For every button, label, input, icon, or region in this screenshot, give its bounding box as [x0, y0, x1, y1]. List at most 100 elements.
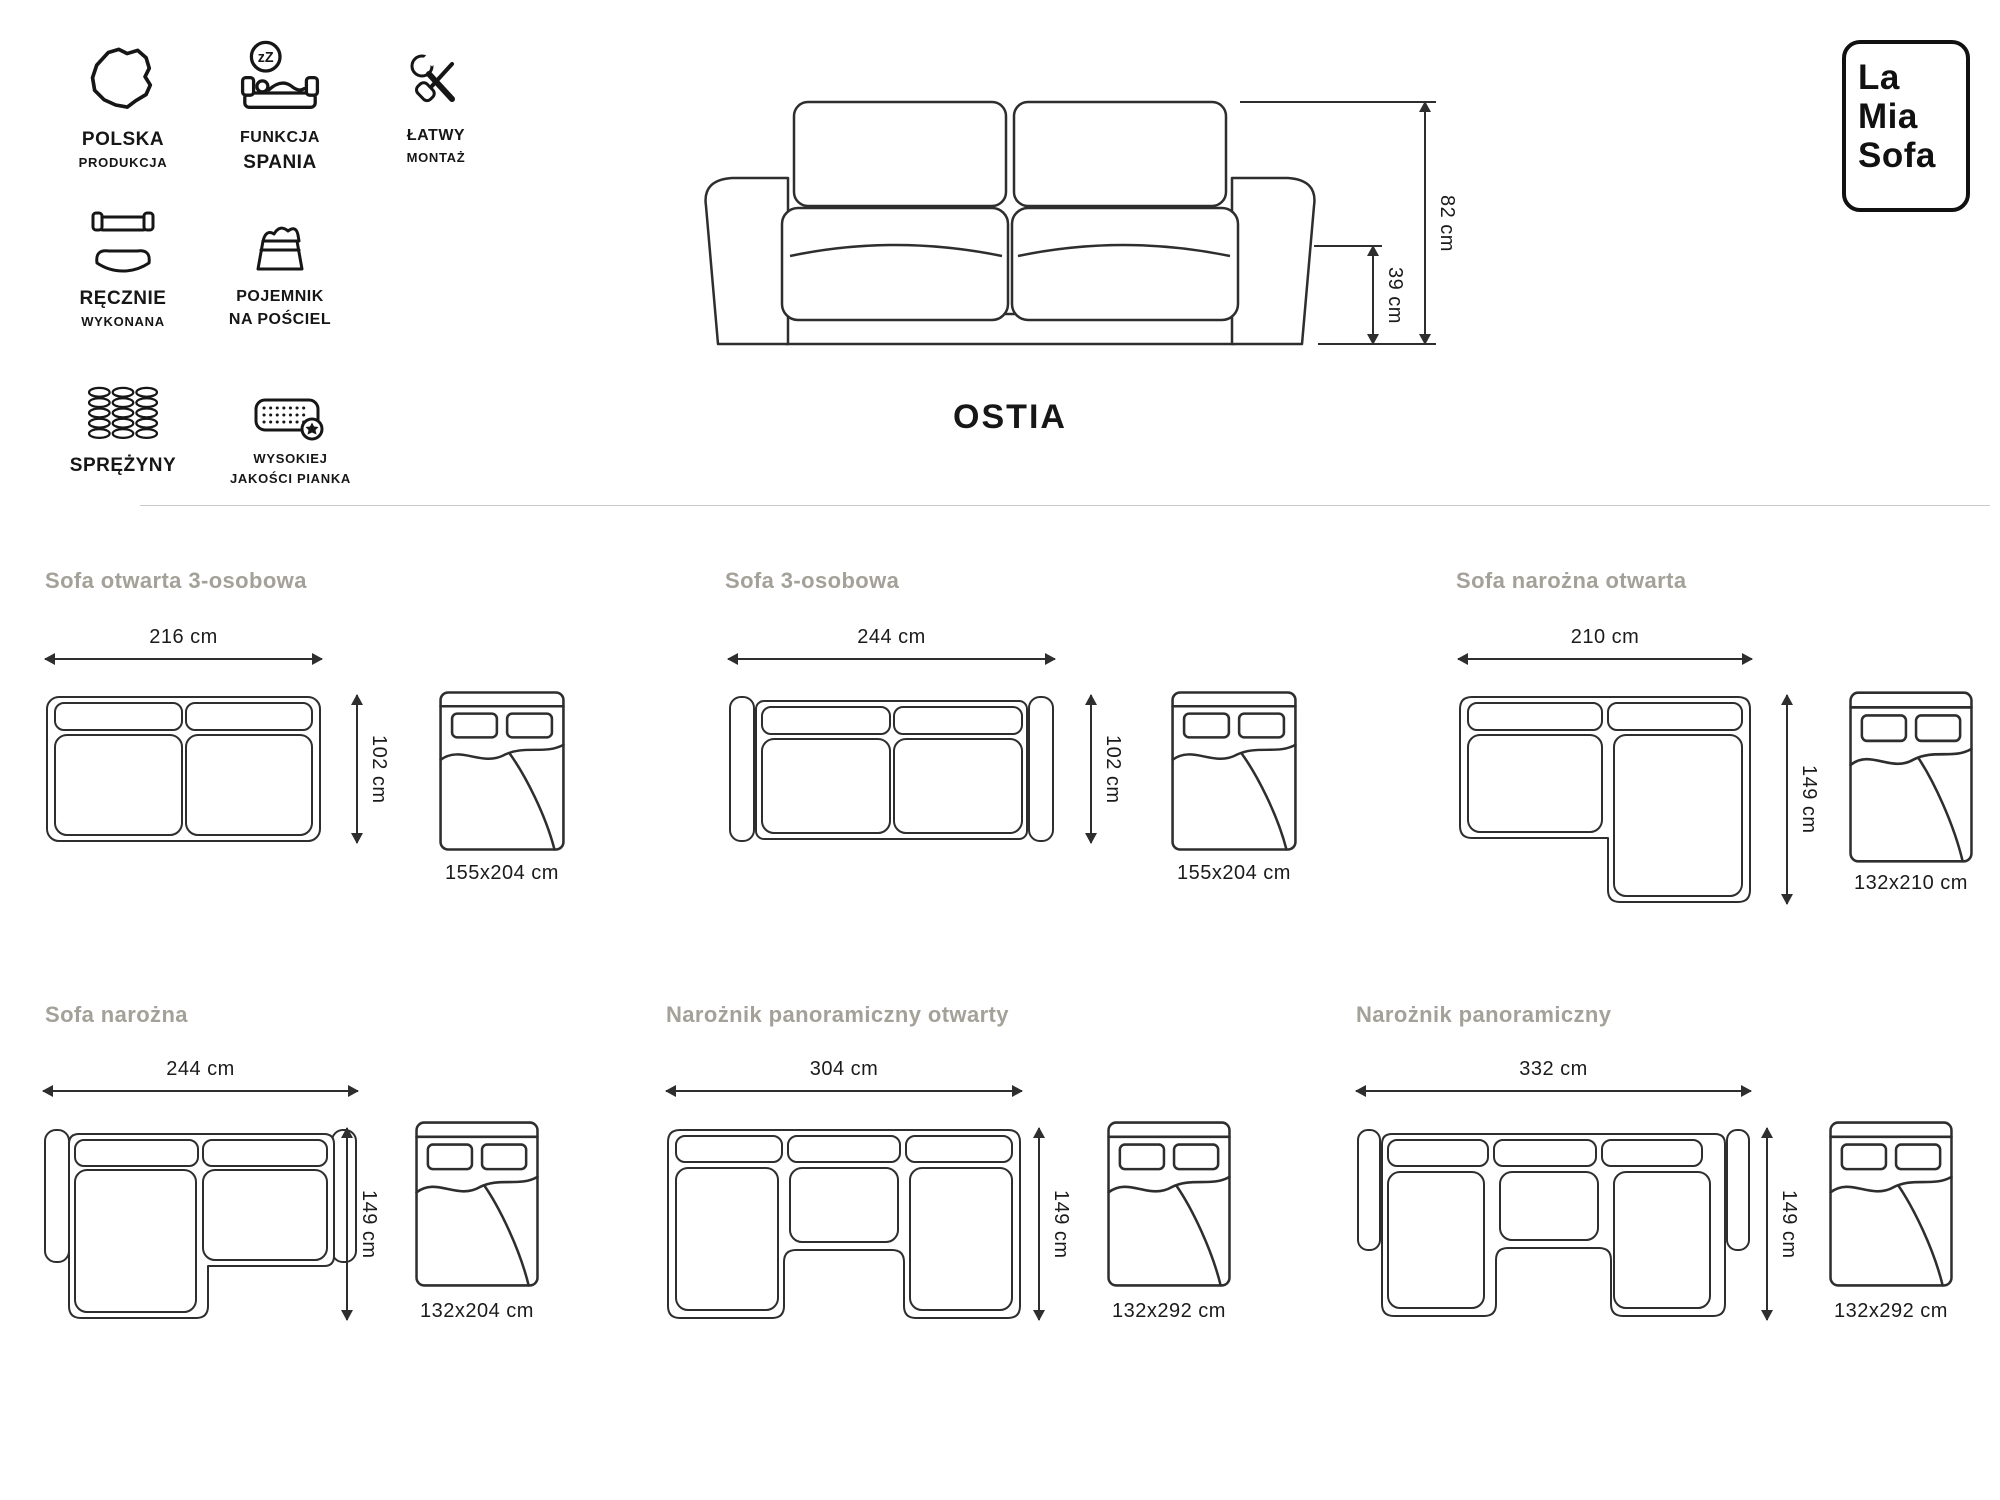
width-dimension: 216 cm	[44, 626, 323, 665]
sleep-zz-glyph: zZ	[258, 50, 274, 66]
width-arrow	[727, 653, 1056, 665]
depth-arrow	[1781, 694, 1793, 905]
feature-sublabel: NA POŚCIEL	[228, 310, 332, 328]
bed-size-label: 132x210 cm	[1854, 872, 1968, 894]
bed-icon	[1107, 1121, 1231, 1287]
depth-arrow	[341, 1127, 353, 1321]
feature-sublabel: PRODUKCJA	[78, 154, 168, 170]
page-title: OSTIA	[953, 398, 1067, 436]
total-height-dimension: 82 cm	[1419, 101, 1458, 345]
feature-sprezyny: SPRĘŻYNY	[48, 380, 198, 478]
depth-label: 102 cm	[1102, 734, 1124, 804]
bed-icon	[1849, 691, 1973, 863]
depth-label: 102 cm	[368, 734, 390, 804]
depth-dimension: 102 cm	[1085, 694, 1124, 844]
depth-dimension: 149 cm	[1033, 1127, 1072, 1321]
bed-size-label: 155x204 cm	[445, 862, 559, 884]
seat-height-dimension: 39 cm	[1367, 245, 1406, 345]
depth-label: 149 cm	[358, 1189, 380, 1259]
feature-recznie-wykonana: RĘCZNIE WYKONANA	[48, 205, 198, 330]
depth-label: 149 cm	[1798, 765, 1820, 834]
brand-logo: La Mia Sofa	[1842, 40, 1970, 212]
seat-height-label: 39 cm	[1384, 266, 1406, 324]
variant-title: Sofa narożna otwarta	[1456, 568, 1687, 593]
bed-size-label: 132x292 cm	[1112, 1300, 1226, 1322]
depth-arrow	[351, 694, 363, 844]
width-label: 244 cm	[166, 1058, 235, 1080]
sofa-top-view	[44, 1129, 357, 1319]
depth-label: 149 cm	[1778, 1189, 1800, 1259]
feature-sublabel: MONTAŻ	[406, 149, 466, 165]
width-arrow	[42, 1085, 359, 1097]
depth-dimension: 102 cm	[351, 694, 390, 844]
depth-dimension: 149 cm	[1781, 694, 1820, 905]
sleep-function-icon: zZ	[240, 40, 320, 109]
bed-size-label: 132x204 cm	[420, 1300, 534, 1322]
feature-label: POLSKA	[81, 129, 165, 150]
sofa-top-view	[46, 696, 321, 842]
feature-funkcja-spania: zZ FUNKCJA SPANIA	[200, 38, 360, 175]
sofa-top-view	[1357, 1129, 1750, 1317]
feature-label: RĘCZNIE	[79, 288, 167, 309]
width-dimension: 244 cm	[727, 626, 1056, 665]
bed-icon	[1829, 1121, 1953, 1287]
brand-line-3: Sofa	[1858, 136, 1936, 176]
feature-wysokiej-jakosci-pianka: WYSOKIEJ JAKOŚCI PIANKA	[198, 382, 383, 487]
section-divider	[140, 505, 1990, 506]
sofa-top-view	[729, 696, 1054, 842]
bed-icon	[415, 1121, 539, 1287]
extension-line-top	[1240, 101, 1436, 103]
total-height-label: 82 cm	[1436, 194, 1458, 252]
variant-title: Sofa otwarta 3-osobowa	[45, 568, 307, 593]
extension-line-seat	[1314, 245, 1382, 247]
width-arrow	[1457, 653, 1753, 665]
bed-icon	[1171, 691, 1297, 851]
feature-label: POJEMNIK	[236, 288, 324, 305]
width-label: 210 cm	[1570, 626, 1640, 648]
feature-label: WYSOKIEJ	[253, 451, 328, 466]
easy-assembly-tools-icon	[410, 49, 455, 103]
poland-map-icon	[90, 47, 153, 109]
depth-arrow	[1033, 1127, 1045, 1321]
depth-dimension: 149 cm	[341, 1127, 380, 1321]
bed-size-label: 132x292 cm	[1834, 1300, 1948, 1322]
brand-line-2: Mia	[1858, 97, 1918, 137]
width-label: 216 cm	[149, 626, 218, 648]
width-dimension: 244 cm	[42, 1058, 359, 1097]
variant-title: Sofa narożna	[45, 1002, 188, 1027]
sofa-front-view	[704, 100, 1316, 346]
feature-pojemnik-na-posciel: POJEMNIK NA POŚCIEL	[200, 205, 360, 331]
feature-sublabel: WYKONANA	[81, 313, 165, 329]
seat-height-arrow	[1367, 245, 1379, 345]
sofa-top-view	[667, 1129, 1021, 1319]
feature-latwy-montaz: ŁATWY MONTAŻ	[366, 44, 506, 166]
feature-label: SPRĘŻYNY	[69, 455, 177, 476]
feature-sublabel: SPANIA	[243, 151, 317, 173]
width-arrow	[44, 653, 323, 665]
depth-label: 149 cm	[1050, 1189, 1072, 1259]
feature-label: ŁATWY	[406, 127, 466, 144]
bedding-storage-icon	[256, 226, 304, 271]
feature-polska-produkcja: POLSKA PRODUKCJA	[48, 42, 198, 171]
quality-foam-icon	[254, 398, 323, 441]
total-height-arrow	[1419, 101, 1431, 345]
width-arrow	[1355, 1085, 1752, 1097]
handmade-icon	[91, 211, 155, 273]
depth-dimension: 149 cm	[1761, 1127, 1800, 1321]
variant-title: Narożnik panoramiczny	[1356, 1002, 1612, 1027]
bed-size-label: 155x204 cm	[1177, 862, 1291, 884]
width-label: 244 cm	[857, 626, 926, 648]
sofa-top-view	[1459, 696, 1751, 903]
brand-line-1: La	[1858, 58, 1900, 97]
width-dimension: 332 cm	[1355, 1058, 1752, 1097]
springs-icon	[87, 386, 159, 440]
width-label: 332 cm	[1519, 1058, 1588, 1080]
variant-title: Narożnik panoramiczny otwarty	[666, 1002, 1009, 1027]
depth-arrow	[1085, 694, 1097, 844]
variant-title: Sofa 3-osobowa	[725, 568, 900, 593]
feature-label: FUNKCJA	[240, 129, 320, 146]
width-arrow	[665, 1085, 1023, 1097]
width-label: 304 cm	[809, 1058, 879, 1080]
feature-sublabel: JAKOŚCI PIANKA	[229, 470, 352, 486]
